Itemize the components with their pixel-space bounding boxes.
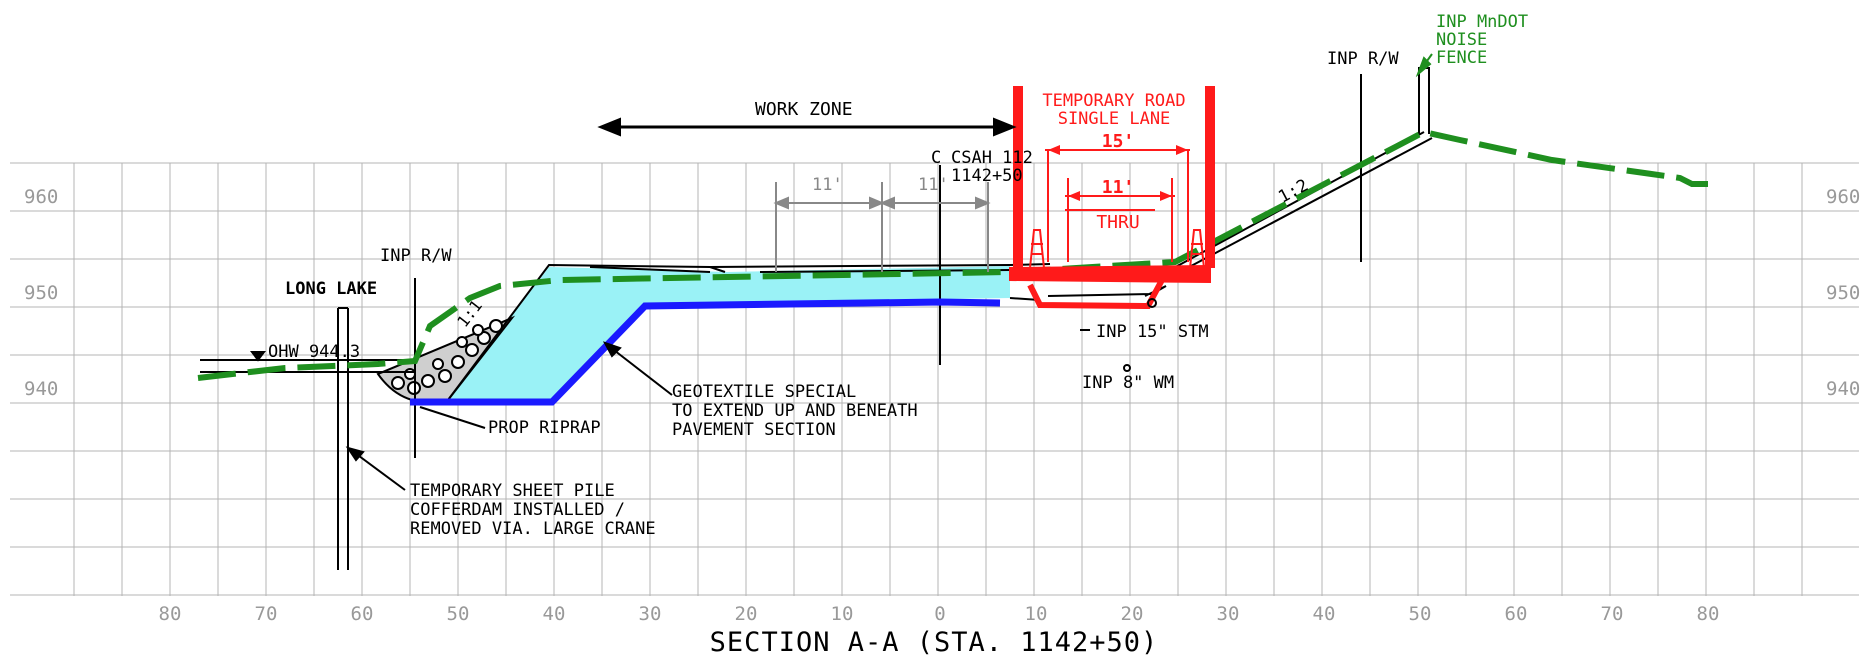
offset-label: 80 [1697, 603, 1720, 625]
inp-rw-left-label: INP R/W [380, 246, 452, 266]
dim-11-red-label: 11' [1102, 177, 1135, 198]
sheet-pile-label-2: COFFERDAM INSTALLED / [410, 500, 625, 520]
elev-label-960: 960 [24, 186, 58, 208]
offset-label: 70 [255, 603, 278, 625]
lane-dimensions [773, 182, 991, 272]
offset-label: 60 [1505, 603, 1528, 625]
water-line [200, 351, 415, 373]
thru-label: THRU [1096, 212, 1139, 233]
inp-stm-label: INP 15" STM [1096, 322, 1209, 342]
geotextile-label-2: TO EXTEND UP AND BENEATH [672, 401, 918, 421]
noise-fence-label-2: NOISE [1436, 30, 1487, 50]
noise-fence-label-3: FENCE [1436, 48, 1487, 68]
offset-label: 10 [831, 603, 854, 625]
offset-label: 50 [447, 603, 470, 625]
offset-label: 10 [1025, 603, 1048, 625]
offset-label: 80 [159, 603, 182, 625]
station-label: 1142+50 [951, 166, 1023, 186]
lane-dim-label-b: 11' [918, 175, 949, 195]
existing-ground [197, 128, 1708, 381]
offset-labels: 80 70 60 50 40 30 20 10 0 10 20 30 40 50… [159, 603, 1720, 625]
csah-label: CSAH 112 [951, 148, 1033, 168]
noise-fence-label-1: INP MnDOT [1436, 12, 1528, 32]
geotextile-label-3: PAVEMENT SECTION [672, 420, 836, 440]
offset-label: 40 [1313, 603, 1336, 625]
temp-road-label-2: SINGLE LANE [1058, 109, 1171, 129]
leader-lines [345, 53, 1433, 491]
barrel-icon [1028, 229, 1206, 269]
offset-label: 20 [1121, 603, 1144, 625]
annotations-red: TEMPORARY ROAD SINGLE LANE 15' 11' THRU [1042, 91, 1185, 233]
work-zone-label: WORK ZONE [755, 99, 853, 120]
annotations-black: WORK ZONE INP R/W INP R/W LONG LAKE OHW … [268, 49, 1399, 539]
offset-label: 40 [543, 603, 566, 625]
geotextile-label-1: GEOTEXTILE SPECIAL [672, 382, 856, 402]
long-lake-label: LONG LAKE [285, 279, 377, 299]
elev-label-950-right: 950 [1826, 282, 1860, 304]
offset-label: 30 [639, 603, 662, 625]
elevation-labels-left: 960 950 940 [24, 186, 58, 400]
temp-road-label-1: TEMPORARY ROAD [1042, 91, 1185, 111]
prop-riprap-label: PROP RIPRAP [488, 418, 601, 438]
offset-label: 50 [1409, 603, 1432, 625]
offset-label: 60 [351, 603, 374, 625]
elev-label-960-right: 960 [1826, 186, 1860, 208]
offset-label: 20 [735, 603, 758, 625]
offset-label: 30 [1217, 603, 1240, 625]
work-zone-arrow [597, 117, 1017, 137]
ohw-label: OHW 944.3 [268, 342, 360, 362]
sheet-pile-label-1: TEMPORARY SHEET PILE [410, 481, 615, 501]
lane-dim-label-a: 11' [812, 175, 843, 195]
offset-label: 70 [1601, 603, 1624, 625]
geotextile [410, 298, 1001, 406]
inp-wm-label: INP 8" WM [1082, 373, 1174, 393]
temporary-road [1009, 86, 1215, 310]
sheet-pile [337, 307, 349, 570]
elev-label-940: 940 [24, 378, 58, 400]
annotations-green: INP MnDOT NOISE FENCE [1436, 12, 1528, 68]
slope-label-12: 1:2 [1275, 176, 1312, 208]
section-title: SECTION A-A (STA. 1142+50) [710, 627, 1159, 658]
pipe-icons [1123, 298, 1157, 372]
grid [10, 162, 1859, 596]
sheet-pile-label-3: REMOVED VIA. LARGE CRANE [410, 519, 656, 539]
dim-15-label: 15' [1102, 131, 1135, 152]
centerline-c-label: C [931, 148, 941, 168]
offset-label: 0 [934, 603, 945, 625]
elev-label-950: 950 [24, 282, 58, 304]
elevation-labels-right: 960 950 940 [1826, 186, 1860, 400]
elev-label-940-right: 940 [1826, 378, 1860, 400]
inp-rw-right-label: INP R/W [1327, 49, 1399, 69]
red-arrowheads [1048, 145, 1188, 201]
